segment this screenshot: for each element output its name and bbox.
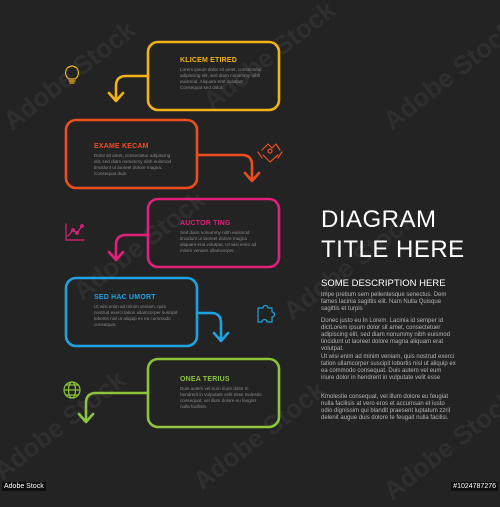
step-3-shape (107, 197, 281, 269)
description-paragraph-1: Impe pretium sem pellentesque senectus. … (321, 292, 447, 312)
step-5-connector (84, 391, 150, 423)
step-5-arrowhead (77, 412, 95, 424)
step-2-arrowhead (243, 171, 261, 183)
step-3-box (146, 197, 281, 269)
watermark-id: #1024787276 (451, 482, 498, 491)
step-1-text: Lorem ipsum dolor sit amet, consectetur … (180, 67, 262, 90)
step-1-title: KLICEM ETIRED (180, 57, 238, 64)
step-1-shape (107, 40, 281, 112)
step-2-shape (64, 118, 261, 190)
step-1-arrowhead (107, 91, 125, 103)
step-4-text: Ut wisi enim ad minim veniam, quis nostr… (94, 304, 178, 327)
diagram-title-line-1: DIAGRAM (321, 206, 437, 233)
step-2-title: EXAME KECAM (94, 143, 149, 150)
line-chart-icon (65, 223, 85, 241)
step-3-connector (114, 233, 150, 261)
step-4-arrowhead (212, 331, 230, 343)
watermark-brand: Adobe Stock (2, 482, 46, 491)
step-3-title: AUCTOR TING (180, 220, 231, 227)
step-2-text: Dolor sit amet, consectetur adipiscing e… (94, 153, 172, 176)
globe-icon (63, 381, 81, 399)
step-5-shape (77, 357, 281, 429)
step-5-title: ONEA TERIUS (180, 376, 230, 383)
step-4-title: SED HAC UMORT (94, 294, 156, 301)
step-2-connector (195, 153, 254, 182)
step-5-text: Duis autem vel eum iriure dolor in hendr… (180, 386, 262, 409)
step-4-shape (64, 276, 230, 348)
step-4-connector (195, 311, 223, 342)
puzzle-hands-icon (257, 143, 283, 163)
diagram-title-line-2: TITLE HERE (321, 236, 465, 263)
step-3-text: Sed diam nonummy nibh euismod tincidunt … (180, 230, 257, 253)
puzzle-piece-icon (257, 304, 276, 323)
step-3-arrowhead (107, 250, 125, 262)
description-paragraph-2: Donec justo eu In Lorem. Lacinia id semp… (321, 318, 451, 352)
step-1-connector (114, 74, 150, 102)
lightbulb-icon (65, 65, 79, 84)
description-paragraph-4: Kmolestie consequat, vel illum dolore eu… (321, 394, 451, 421)
diagram-subtitle: SOME DESCRIPTION HERE (321, 278, 446, 289)
description-paragraph-3: Ut wisi enim ad minim veniam, quis nostr… (321, 354, 456, 381)
